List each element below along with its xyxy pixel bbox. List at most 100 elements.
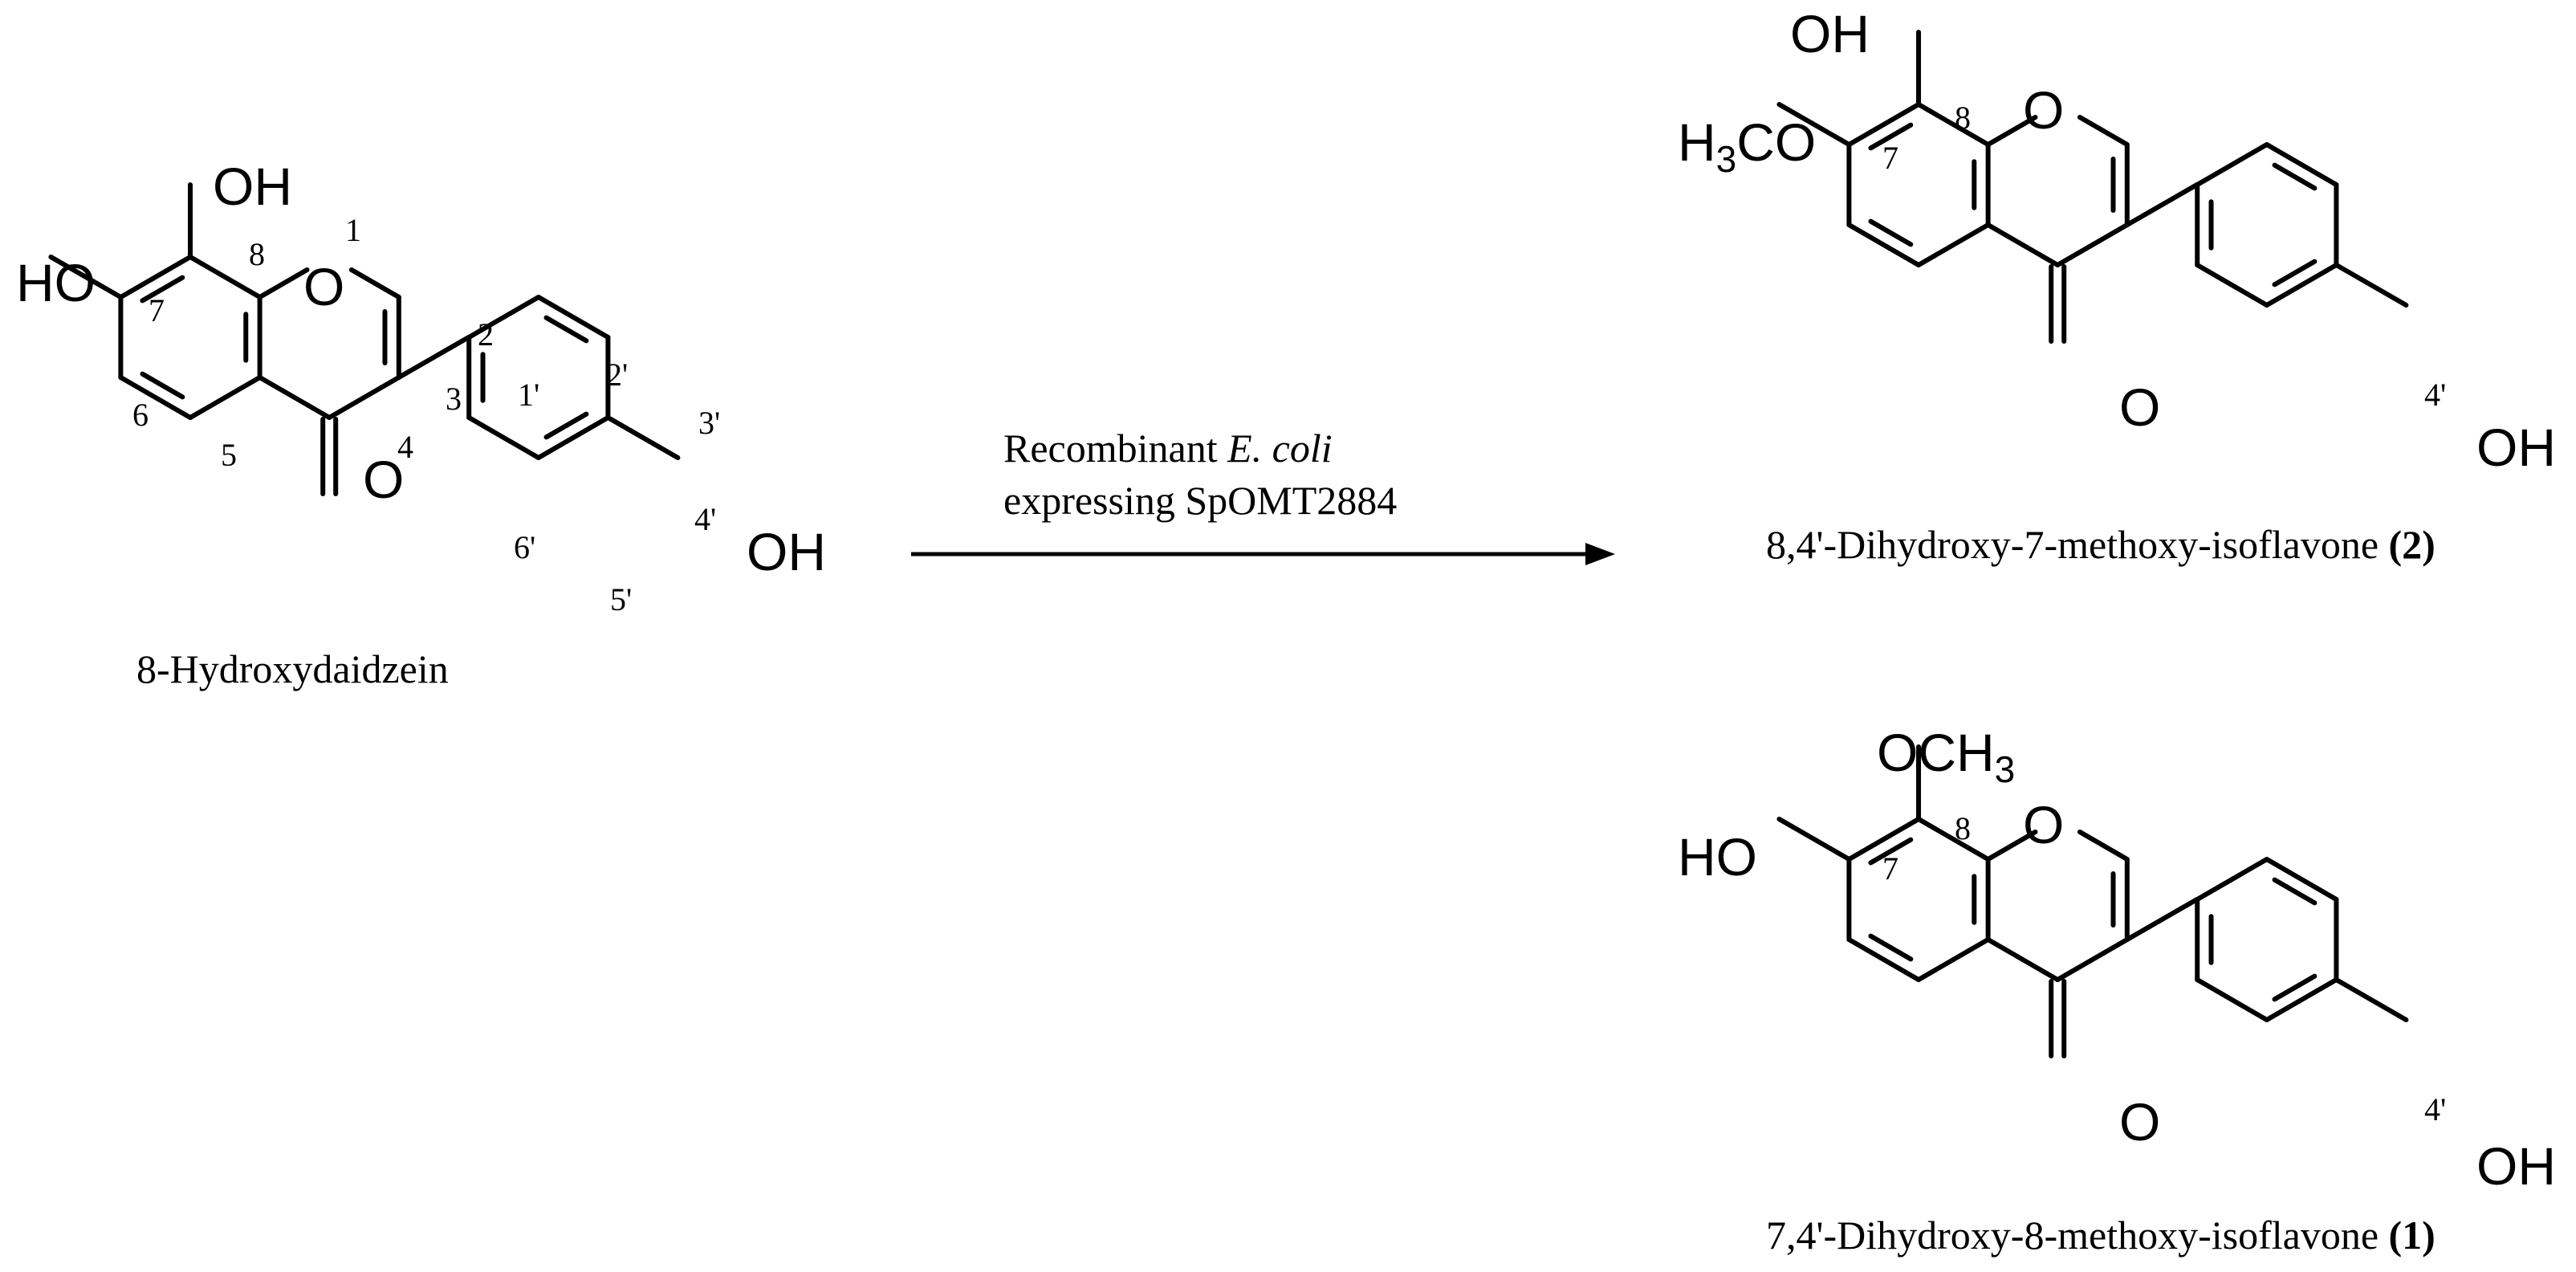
double-bond <box>2272 973 2318 1002</box>
substrate-num-5: 5 <box>221 437 237 473</box>
double-bond <box>140 275 185 304</box>
substrate-num-6: 6 <box>132 397 149 433</box>
ring-c-bond <box>2055 937 2130 982</box>
c7-substituent-bond <box>1776 817 1852 862</box>
ring-c-bond <box>257 267 310 300</box>
substrate-num-1: 1 <box>345 212 361 248</box>
ring-c-bond <box>1985 830 2038 862</box>
substrate-num-8: 8 <box>249 236 265 272</box>
product2-name: 8,4'-Dihydroxy-7-methoxy-isoflavone (2) <box>1766 522 2436 567</box>
ring-a-bond <box>1916 102 1991 147</box>
reagent-line-1: Recombinant E. coli <box>1003 426 1333 471</box>
product1-oh4p-label: OH <box>2476 1136 2556 1196</box>
ring-b-bond <box>2195 977 2269 1022</box>
ring-a-bond <box>118 375 193 420</box>
product1-num-7: 7 <box>1882 850 1898 887</box>
substrate-name: 8-Hydroxydaidzein <box>136 646 449 691</box>
product2-o1-label: O <box>2023 80 2064 140</box>
double-bond <box>140 371 185 400</box>
ring-a-bond <box>188 255 262 300</box>
substrate-num-3p: 3' <box>698 405 720 441</box>
c4p-oh-bond <box>605 415 681 460</box>
double-bond <box>1868 933 1914 962</box>
ring-b-bond <box>2264 857 2339 902</box>
product1-och3-label: OCH3 <box>1877 723 2015 790</box>
double-bond <box>2272 162 2318 191</box>
substrate-num-7: 7 <box>149 292 165 328</box>
ring-a-bond <box>118 255 193 300</box>
ring-a-bond <box>1916 817 1991 862</box>
product1-skeleton <box>1776 744 2409 1058</box>
double-bond <box>1868 218 1914 247</box>
ring-b-bond <box>2195 263 2269 308</box>
reaction-arrow <box>911 543 1615 565</box>
ring-a-bond <box>1916 222 1991 267</box>
product1-ho7-label: HO <box>1678 827 1757 887</box>
ring-a-bond <box>1846 102 1921 147</box>
product2-oh4p-label: OH <box>2476 418 2556 477</box>
ring-c-bond <box>2077 115 2130 147</box>
product2-skeleton <box>1776 30 2409 344</box>
ring-c-bond <box>348 267 401 300</box>
ring-b-bond <box>2195 142 2269 187</box>
ring-c-bond <box>1985 115 2038 147</box>
ring-b-bond <box>2195 857 2269 902</box>
substrate-num-3: 3 <box>446 381 462 417</box>
ring-c-bond <box>2055 222 2130 267</box>
c4p-oh-bond <box>2334 263 2409 308</box>
product1-num-4p: 4' <box>2424 1091 2446 1127</box>
double-bond <box>543 315 589 344</box>
ring-b-bond <box>535 415 611 460</box>
ring-a-bond <box>188 375 262 420</box>
ring-c-bond <box>257 375 332 420</box>
ring-b-bond <box>535 295 611 340</box>
c3-c1p-bond <box>2124 897 2200 942</box>
ring-a-bond <box>1846 937 1921 982</box>
product2-num-7: 7 <box>1882 140 1898 176</box>
substrate-num-5p: 5' <box>610 581 632 618</box>
c7-substituent-bond <box>48 255 124 300</box>
product2-carbonyl-label: O <box>2119 377 2160 437</box>
product1-carbonyl-label: O <box>2119 1092 2160 1152</box>
product2-num-8: 8 <box>1955 100 1971 136</box>
ring-a-bond <box>1846 817 1921 862</box>
c3-c1p-bond <box>396 335 471 380</box>
double-bond <box>543 411 589 440</box>
substrate-oh4p-label: OH <box>747 522 826 581</box>
ring-c-bond <box>2077 830 2130 862</box>
double-bond <box>1868 122 1914 151</box>
ring-b-bond <box>466 295 541 340</box>
double-bond <box>2272 877 2318 906</box>
substrate-o1-label: O <box>303 257 344 316</box>
substrate-num-2p: 2' <box>606 357 628 393</box>
arrow-head-icon <box>1585 543 1615 565</box>
product2-h3co-label: H3CO <box>1678 112 1816 180</box>
ring-c-bond <box>327 375 401 420</box>
substrate-carbonyl-label: O <box>363 450 404 509</box>
substrate-num-4: 4 <box>397 429 413 465</box>
ring-a-bond <box>1846 222 1921 267</box>
substrate-num-1p: 1' <box>518 377 539 413</box>
double-bond <box>1868 837 1914 866</box>
ring-c-bond <box>1985 222 2061 267</box>
product2-num-4p: 4' <box>2424 377 2446 413</box>
product1-num-8: 8 <box>1955 810 1971 846</box>
double-bond <box>2272 259 2318 287</box>
substrate-num-2: 2 <box>478 316 494 353</box>
c7-substituent-bond <box>1776 102 1852 147</box>
substrate-oh8-label: OH <box>213 157 292 216</box>
product2-oh8-label: OH <box>1790 4 1870 63</box>
substrate-num-4p: 4' <box>694 501 716 537</box>
ring-b-bond <box>2264 977 2339 1022</box>
substrate-ho7-label: HO <box>16 253 96 312</box>
substrate-skeleton <box>48 182 681 496</box>
product1-name: 7,4'-Dihydroxy-8-methoxy-isoflavone (1) <box>1766 1213 2436 1258</box>
ring-b-bond <box>2264 263 2339 308</box>
substrate-num-6p: 6' <box>514 529 535 565</box>
ring-c-bond <box>1985 937 2061 982</box>
c4p-oh-bond <box>2334 977 2409 1022</box>
reagent-line-2: expressing SpOMT2884 <box>1003 478 1397 523</box>
ring-a-bond <box>1916 937 1991 982</box>
c3-c1p-bond <box>2124 182 2200 227</box>
